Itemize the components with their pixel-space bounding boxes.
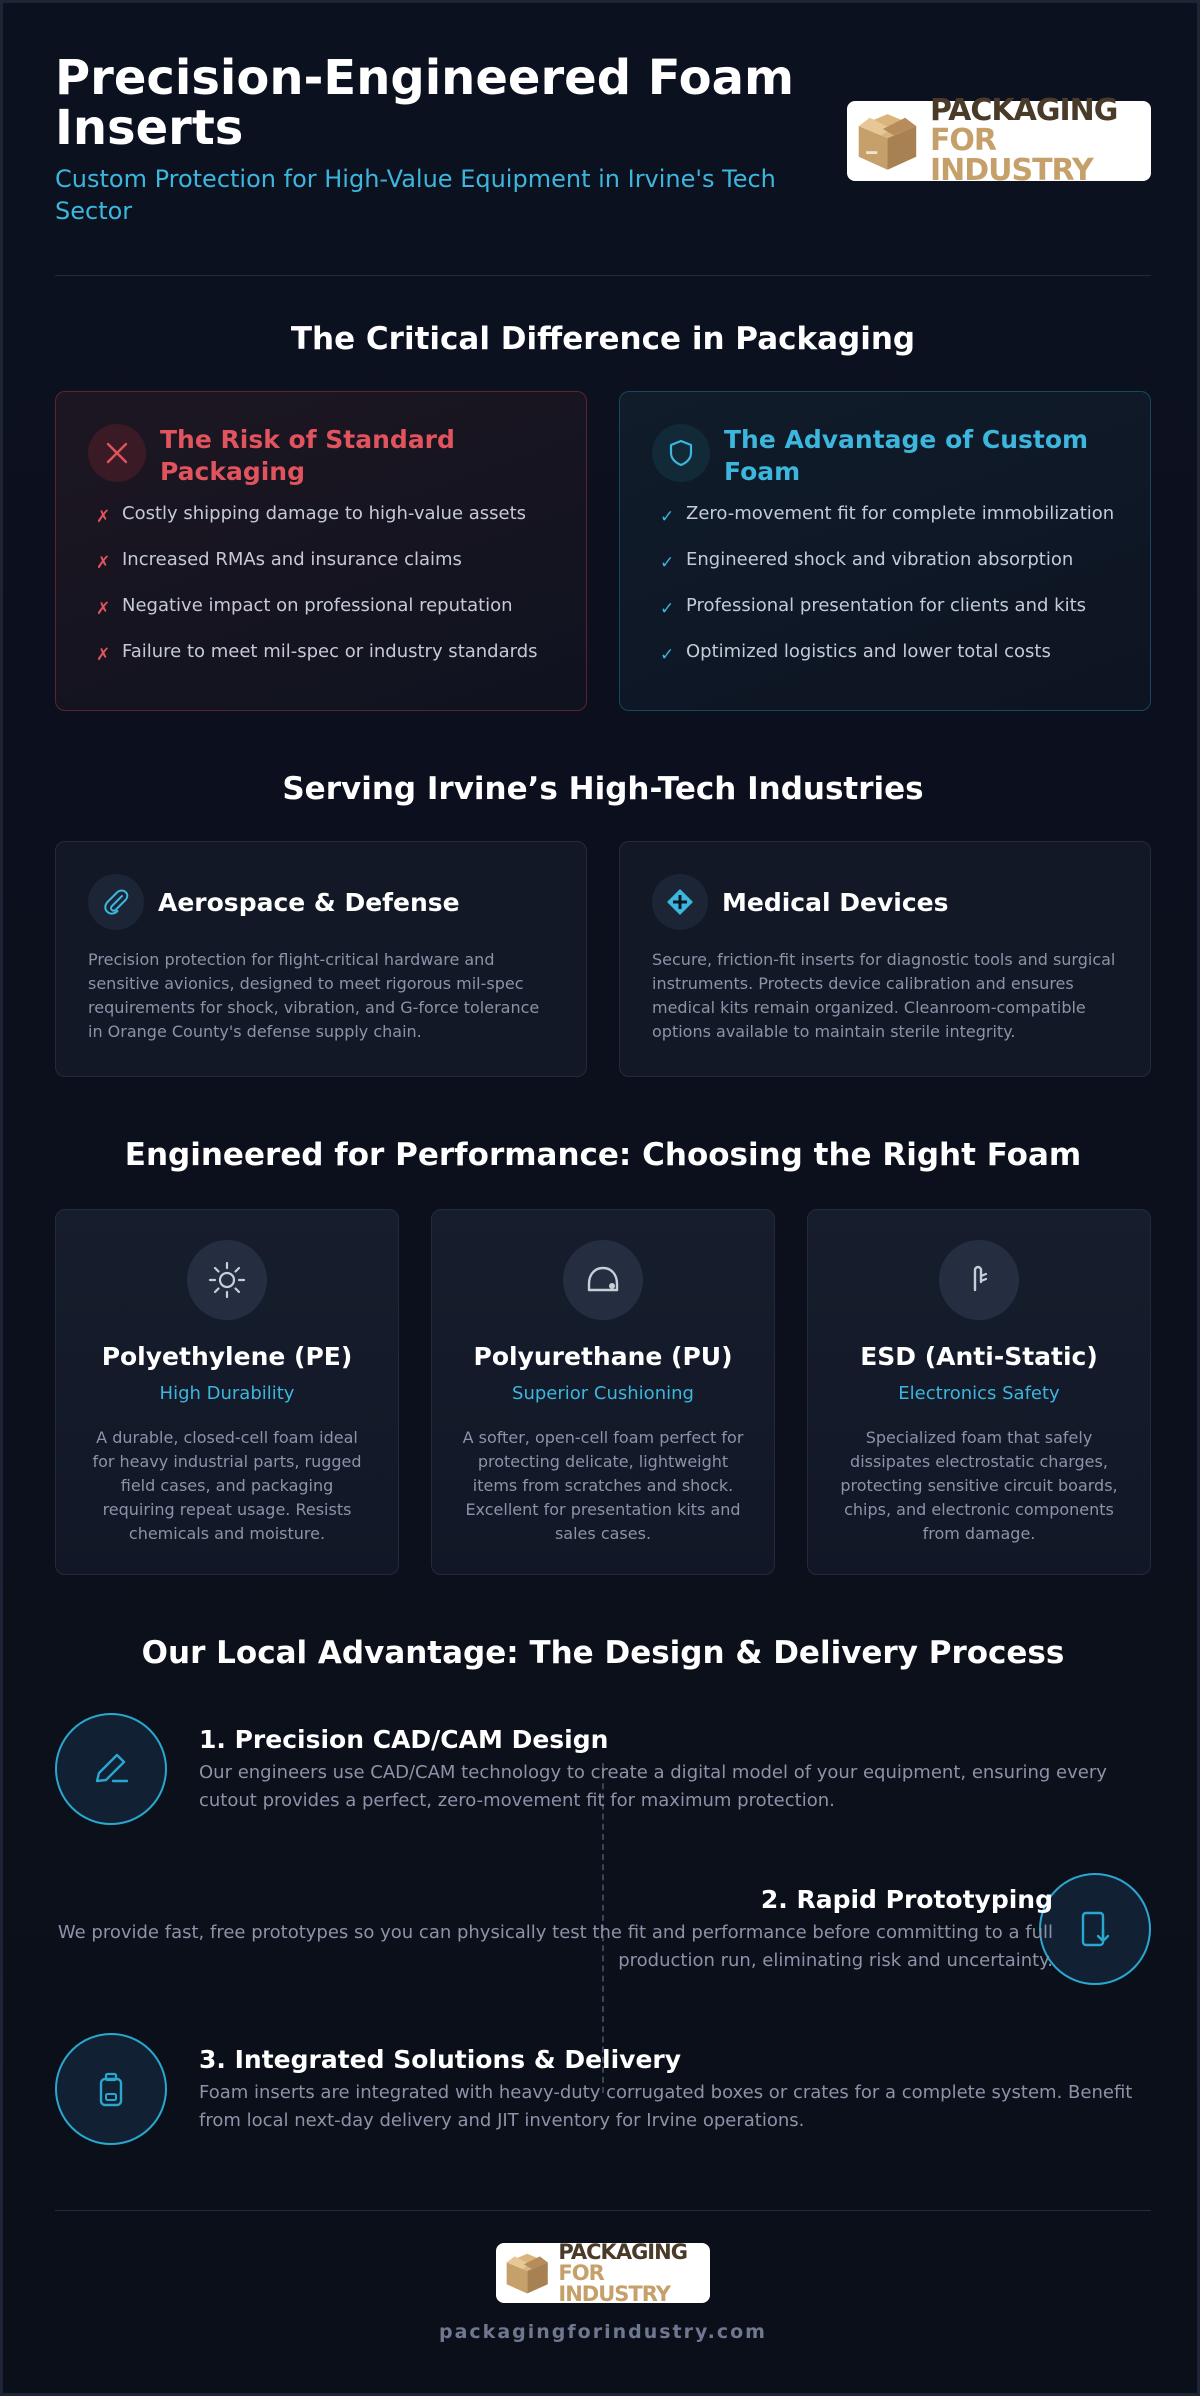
- cross-mark-icon: ✗: [96, 645, 111, 665]
- cushion-icon: [563, 1240, 643, 1320]
- list-item-text: Costly shipping damage to high-value ass…: [122, 503, 527, 524]
- industry-description: Secure, friction-fit inserts for diagnos…: [652, 950, 1116, 1041]
- list-item: ✗ Negative impact on professional reputat…: [88, 594, 554, 640]
- foam-subtitle: High Durability: [159, 1383, 295, 1404]
- footer-logo[interactable]: PACKAGING FOR INDUSTRY: [496, 2239, 710, 2306]
- industry-description: Precision protection for flight-critical…: [88, 950, 540, 1041]
- list-item-text: Zero-movement fit for complete immobiliz…: [686, 503, 1115, 524]
- advantage-list: ✓ Zero-movement fit for complete immobili…: [652, 502, 1118, 686]
- process-section-title: Our Local Advantage: The Design & Delive…: [141, 1635, 1065, 1671]
- step-title: 2. Rapid Prototyping: [760, 1885, 1053, 1914]
- foam-title: ESD (Anti-Static): [860, 1342, 1098, 1371]
- foam-title: Polyurethane (PU): [473, 1342, 733, 1371]
- foam-description: A durable, closed-cell foam ideal for he…: [92, 1428, 362, 1543]
- medical-cross-icon: [652, 874, 708, 930]
- step-description: We provide fast, free prototypes so you …: [57, 1922, 1053, 1971]
- list-item-text: Increased RMAs and insurance claims: [122, 549, 462, 570]
- comparison-section-title: The Critical Difference in Packaging: [290, 321, 916, 357]
- check-mark-icon: ✓: [660, 645, 675, 665]
- shield-icon: [652, 424, 710, 482]
- logo-line-1: PACKAGING: [929, 93, 1118, 128]
- industries-section-title: Serving Irvine’s High-Tech Industries: [282, 771, 924, 807]
- box-logo-icon: [506, 2253, 548, 2294]
- process-timeline-line: [602, 1763, 604, 2093]
- logo-line-1: PACKAGING: [558, 2239, 688, 2264]
- company-logo[interactable]: PACKAGING FOR INDUSTRY: [847, 96, 1151, 186]
- logo-wordmark: PACKAGING FOR INDUSTRY: [930, 96, 1151, 186]
- footer-url-link[interactable]: packagingforindustry.com: [439, 2321, 767, 2343]
- advantage-card-header: The Advantage of Custom Foam: [652, 424, 1118, 488]
- list-item: ✓ Engineered shock and vibration absorpti…: [652, 548, 1118, 594]
- check-mark-icon: ✓: [660, 507, 675, 527]
- cross-mark-icon: ✗: [96, 507, 111, 527]
- list-item: ✗ Failure to meet mil-spec or industry st…: [88, 640, 554, 686]
- industry-card-header: Aerospace & Defense: [88, 874, 554, 930]
- foam-card-pe: Polyethylene (PE) High Durability A dura…: [55, 1209, 399, 1575]
- advantage-card-title: The Advantage of Custom Foam: [724, 425, 1089, 486]
- step-title: 1. Precision CAD/CAM Design: [199, 1725, 609, 1754]
- box-logo-icon: [858, 114, 917, 170]
- risk-card-title: The Risk of Standard Packaging: [160, 425, 455, 486]
- list-item-text: Professional presentation for clients an…: [686, 595, 1087, 616]
- list-item: ✓ Zero-movement fit for complete immobili…: [652, 502, 1118, 548]
- pencil-icon: [55, 1713, 167, 1825]
- check-mark-icon: ✓: [660, 553, 675, 573]
- foam-card-esd: ESD (Anti-Static) Electronics Safety Spe…: [807, 1209, 1151, 1575]
- page-subtitle: Custom Protection for High-Value Equipme…: [55, 165, 776, 225]
- foam-description: A softer, open-cell foam perfect for pro…: [462, 1428, 744, 1543]
- foam-title: Polyethylene (PE): [101, 1342, 353, 1371]
- list-item: ✗ Increased RMAs and insurance claims: [88, 548, 554, 594]
- list-item-text: Negative impact on professional reputati…: [122, 595, 513, 616]
- step-description: Our engineers use CAD/CAM technology to …: [199, 1762, 1107, 1811]
- advantage-card: The Advantage of Custom Foam ✓ Zero-movem…: [619, 391, 1151, 711]
- foam-subtitle: Superior Cushioning: [512, 1383, 694, 1404]
- header: Precision-Engineered Foam Inserts Custom…: [55, 53, 1151, 228]
- logo-line-2: FOR INDUSTRY: [558, 2260, 671, 2306]
- list-item: ✗ Costly shipping damage to high-value as…: [88, 502, 554, 548]
- header-divider: [55, 275, 1151, 276]
- logo-wordmark: PACKAGING FOR INDUSTRY: [558, 2239, 710, 2306]
- foams-section-title: Engineered for Performance: Choosing the…: [124, 1137, 1082, 1173]
- logo-line-2: FOR INDUSTRY: [929, 123, 1094, 188]
- list-item-text: Optimized logistics and lower total cost…: [686, 641, 1051, 662]
- list-item-text: Failure to meet mil-spec or industry sta…: [122, 641, 538, 662]
- step-title: 3. Integrated Solutions & Delivery: [199, 2045, 682, 2074]
- check-mark-icon: ✓: [660, 599, 675, 619]
- footer-divider: [55, 2210, 1151, 2211]
- foam-card-pu: Polyurethane (PU) Superior Cushioning A …: [431, 1209, 775, 1575]
- list-item: ✓ Professional presentation for clients a…: [652, 594, 1118, 640]
- sun-icon: [187, 1240, 267, 1320]
- list-item: ✓ Optimized logistics and lower total cos…: [652, 640, 1118, 686]
- page-title: Precision-Engineered Foam Inserts: [55, 50, 794, 156]
- paperclip-icon: [88, 874, 144, 930]
- package-icon: [55, 2033, 167, 2145]
- foam-subtitle: Electronics Safety: [898, 1383, 1060, 1404]
- industry-title: Aerospace & Defense: [158, 887, 460, 917]
- industry-card-aerospace: Aerospace & Defense Precision protection…: [55, 841, 587, 1077]
- risk-card: The Risk of Standard Packaging ✗ Costly s…: [55, 391, 587, 711]
- close-icon: [88, 424, 146, 482]
- industry-card-header: Medical Devices: [652, 874, 1118, 930]
- cross-mark-icon: ✗: [96, 553, 111, 573]
- cross-mark-icon: ✗: [96, 599, 111, 619]
- industry-card-medical: Medical Devices Secure, friction-fit ins…: [619, 841, 1151, 1077]
- industry-title: Medical Devices: [722, 887, 949, 917]
- touch-icon: [939, 1240, 1019, 1320]
- tablet-arrow-icon: [1039, 1873, 1151, 1985]
- risk-card-header: The Risk of Standard Packaging: [88, 424, 554, 488]
- list-item-text: Engineered shock and vibration absorptio…: [686, 549, 1074, 570]
- step-description: Foam inserts are integrated with heavy-d…: [199, 2082, 1133, 2131]
- risk-list: ✗ Costly shipping damage to high-value as…: [88, 502, 554, 686]
- foam-description: Specialized foam that safely dissipates …: [840, 1428, 1118, 1543]
